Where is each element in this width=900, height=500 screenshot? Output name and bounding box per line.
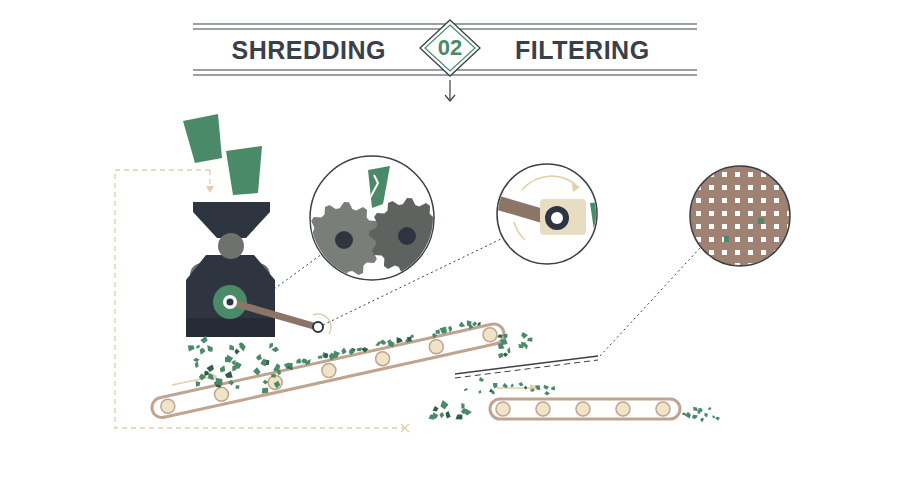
return-loop: [115, 170, 409, 432]
shredder: [186, 202, 331, 337]
zoom-gears: [306, 156, 445, 280]
conveyor-belt: [490, 384, 680, 419]
step-heading: SHREDDING: [231, 36, 386, 65]
filter-screen: [455, 356, 598, 378]
number-diamond: 02: [419, 19, 481, 77]
zoom-mesh: [690, 166, 792, 268]
step-heading: FILTERING: [515, 36, 650, 65]
loop-arrowhead: [206, 186, 214, 193]
conveyor-belt: [150, 322, 506, 419]
step-number: 02: [438, 35, 462, 61]
cups: [183, 114, 262, 195]
shredded-flakes: [188, 320, 720, 422]
zoom-crank: [495, 164, 622, 264]
down-arrow: [445, 80, 455, 101]
